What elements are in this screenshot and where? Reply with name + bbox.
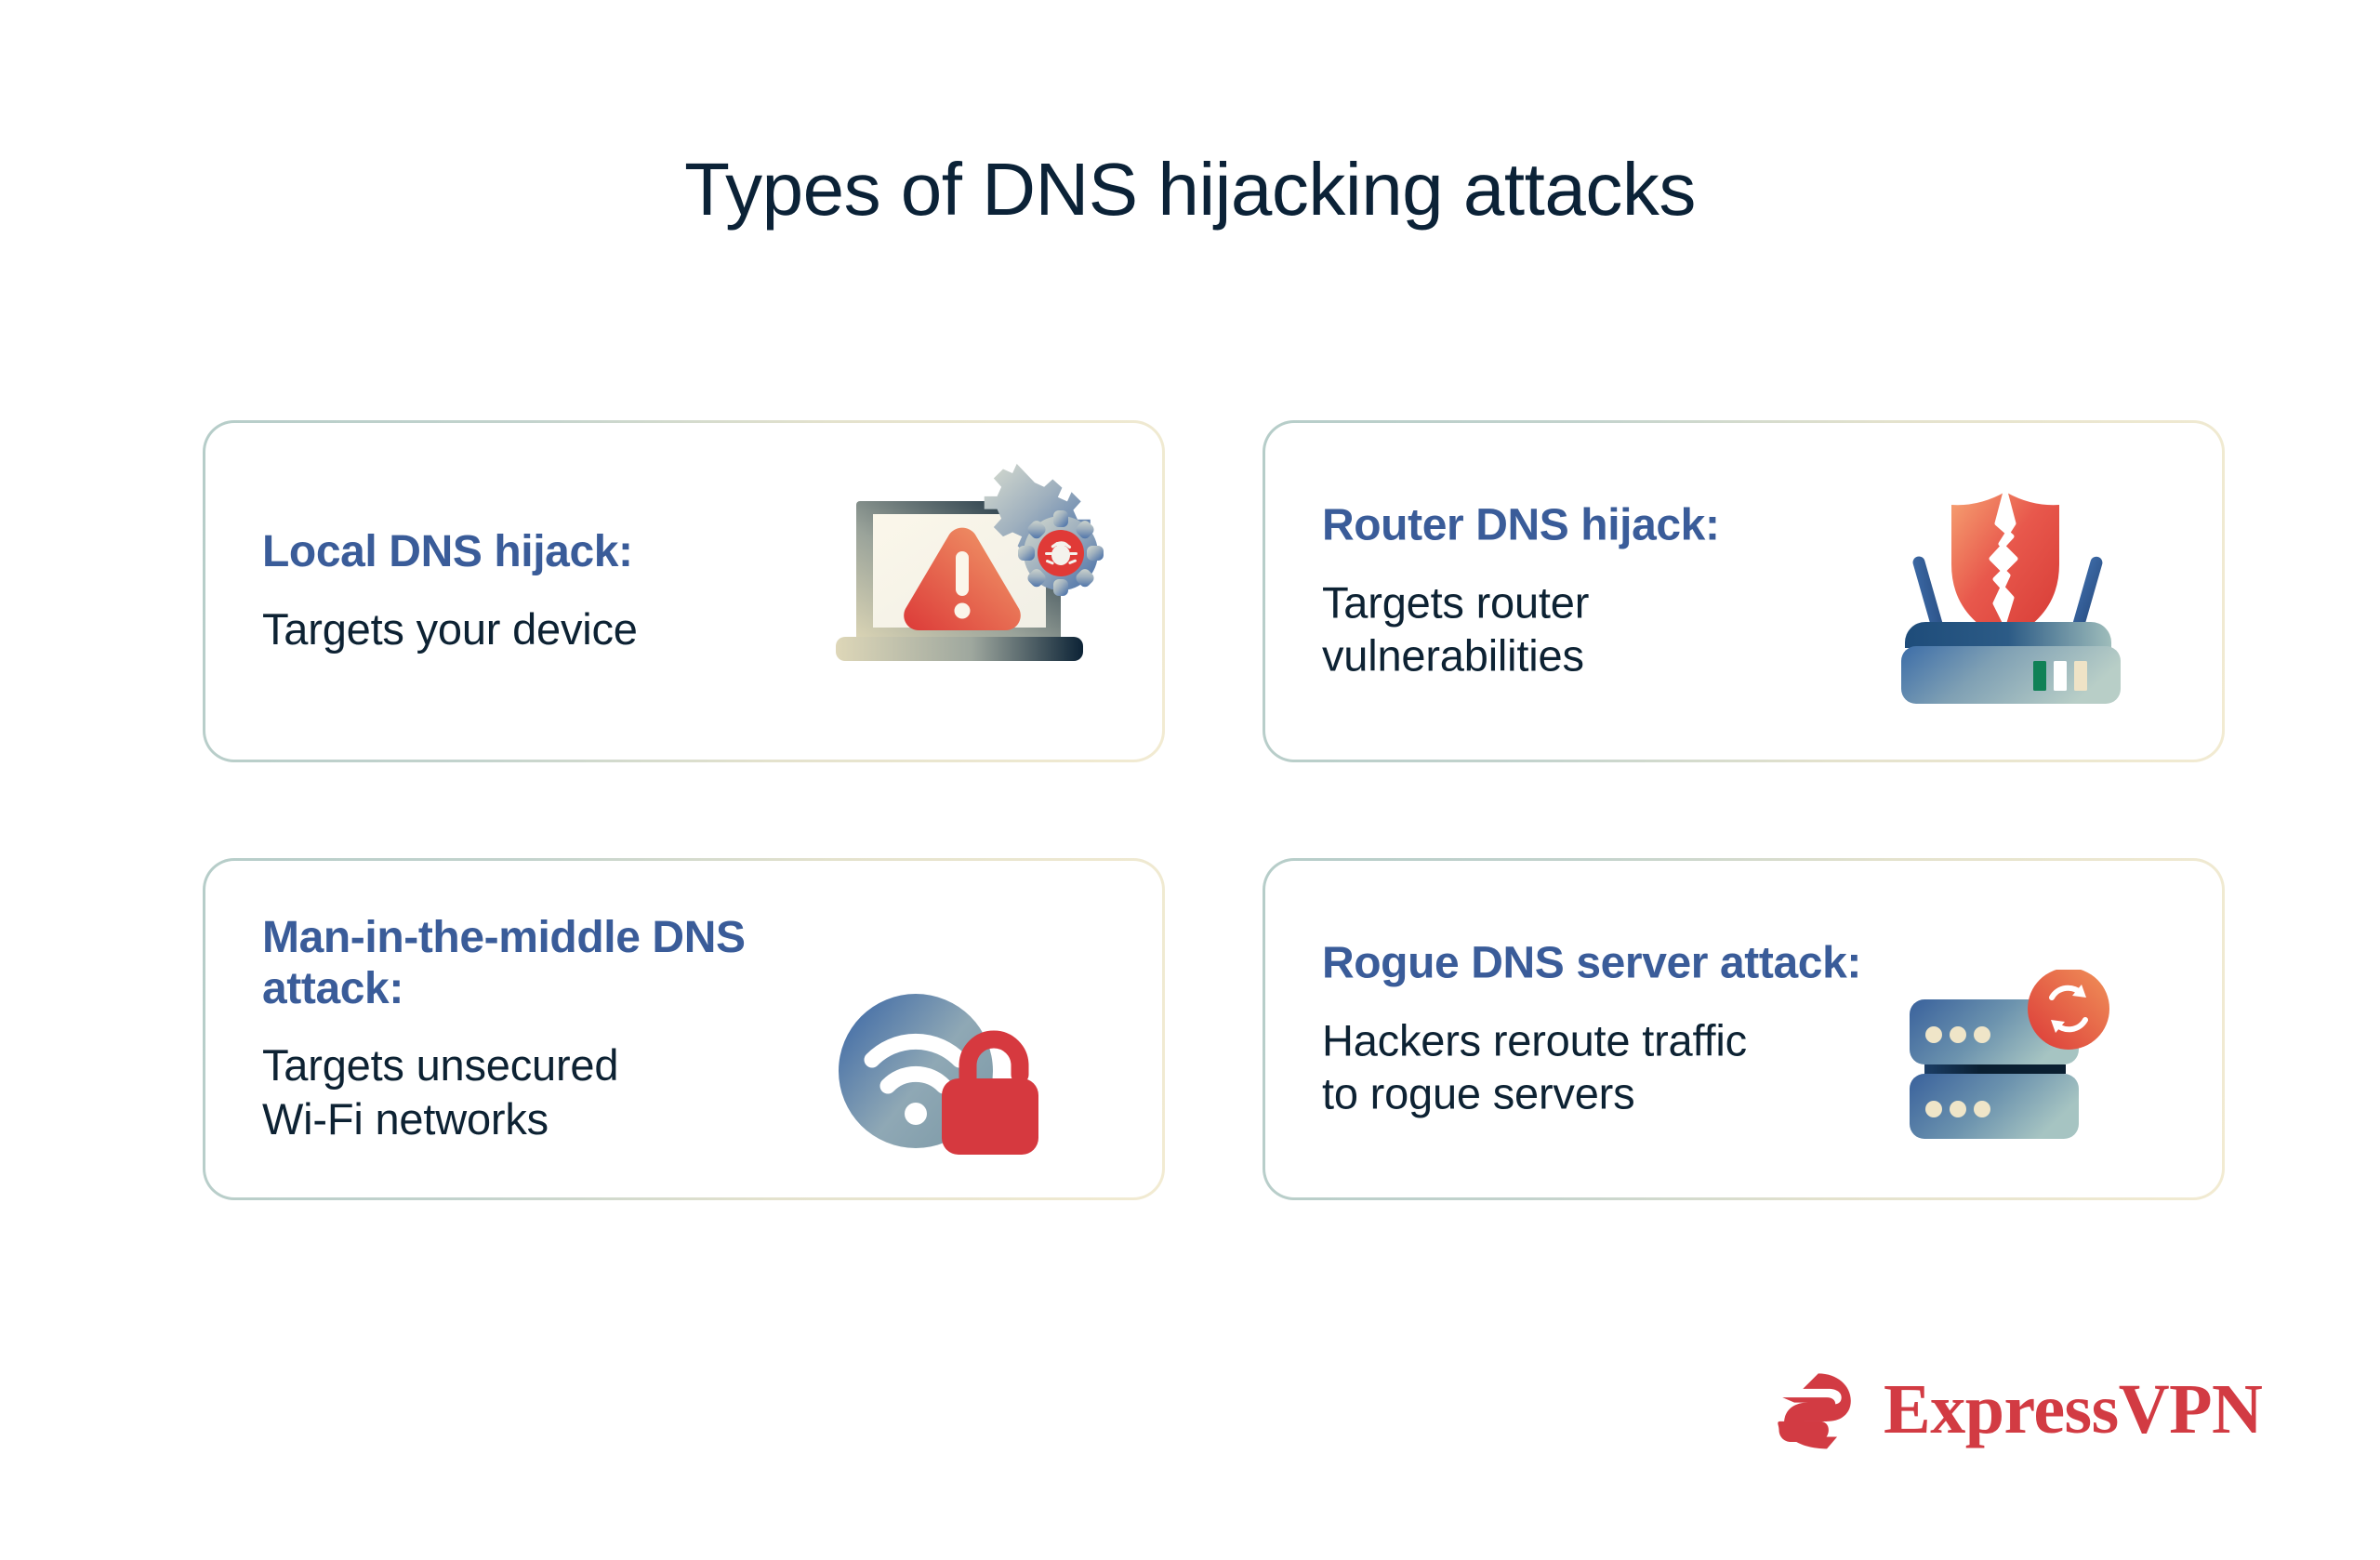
card-rogue-dns-server-attack[interactable]: Rogue DNS server attack: Hackers reroute… <box>1263 858 2225 1200</box>
expressvpn-e-mark-icon <box>1774 1367 1859 1452</box>
card-text-block: Router DNS hijack: Targets router vulner… <box>1322 500 1898 681</box>
card-inner: Man-in-the-middle DNS attack: Targets un… <box>208 864 1159 1195</box>
card-text-block: Rogue DNS server attack: Hackers reroute… <box>1322 938 1898 1119</box>
expressvpn-logo: ExpressVPN <box>1774 1367 2263 1452</box>
card-body: Hackers reroute traffic to rogue servers <box>1322 1015 1747 1118</box>
server-stack-sync-icon <box>1873 942 2152 1197</box>
card-router-dns-hijack[interactable]: Router DNS hijack: Targets router vulner… <box>1263 420 2225 762</box>
laptop-warning-gear-bug-icon <box>825 448 1104 708</box>
wifi-open-padlock-icon <box>808 945 1087 1197</box>
card-text-block: Local DNS hijack: Targets your device <box>262 527 839 655</box>
card-text-block: Man-in-the-middle DNS attack: Targets un… <box>262 913 839 1145</box>
card-body: Targets unsecured Wi-Fi networks <box>262 1040 619 1144</box>
card-heading: Rogue DNS server attack: <box>1322 938 1861 988</box>
card-heading: Local DNS hijack: <box>262 526 633 576</box>
card-inner: Rogue DNS server attack: Hackers reroute… <box>1268 864 2219 1195</box>
card-heading: Man-in-the-middle DNS attack: <box>262 912 746 1013</box>
card-body: Targets router vulnerabilities <box>1322 577 1590 681</box>
card-inner: Router DNS hijack: Targets router vulner… <box>1268 426 2219 757</box>
expressvpn-wordmark: ExpressVPN <box>1884 1370 2263 1448</box>
attack-type-card-grid: Local DNS hijack: Targets your device <box>203 420 2225 1200</box>
card-heading: Router DNS hijack: <box>1322 500 1720 550</box>
card-man-in-the-middle-dns-attack[interactable]: Man-in-the-middle DNS attack: Targets un… <box>203 858 1165 1200</box>
card-local-dns-hijack[interactable]: Local DNS hijack: Targets your device <box>203 420 1165 762</box>
page-title: Types of DNS hijacking attacks <box>684 148 1696 231</box>
card-inner: Local DNS hijack: Targets your device <box>208 426 1159 757</box>
card-body: Targets your device <box>262 603 638 654</box>
router-broken-shield-icon <box>1875 461 2154 721</box>
